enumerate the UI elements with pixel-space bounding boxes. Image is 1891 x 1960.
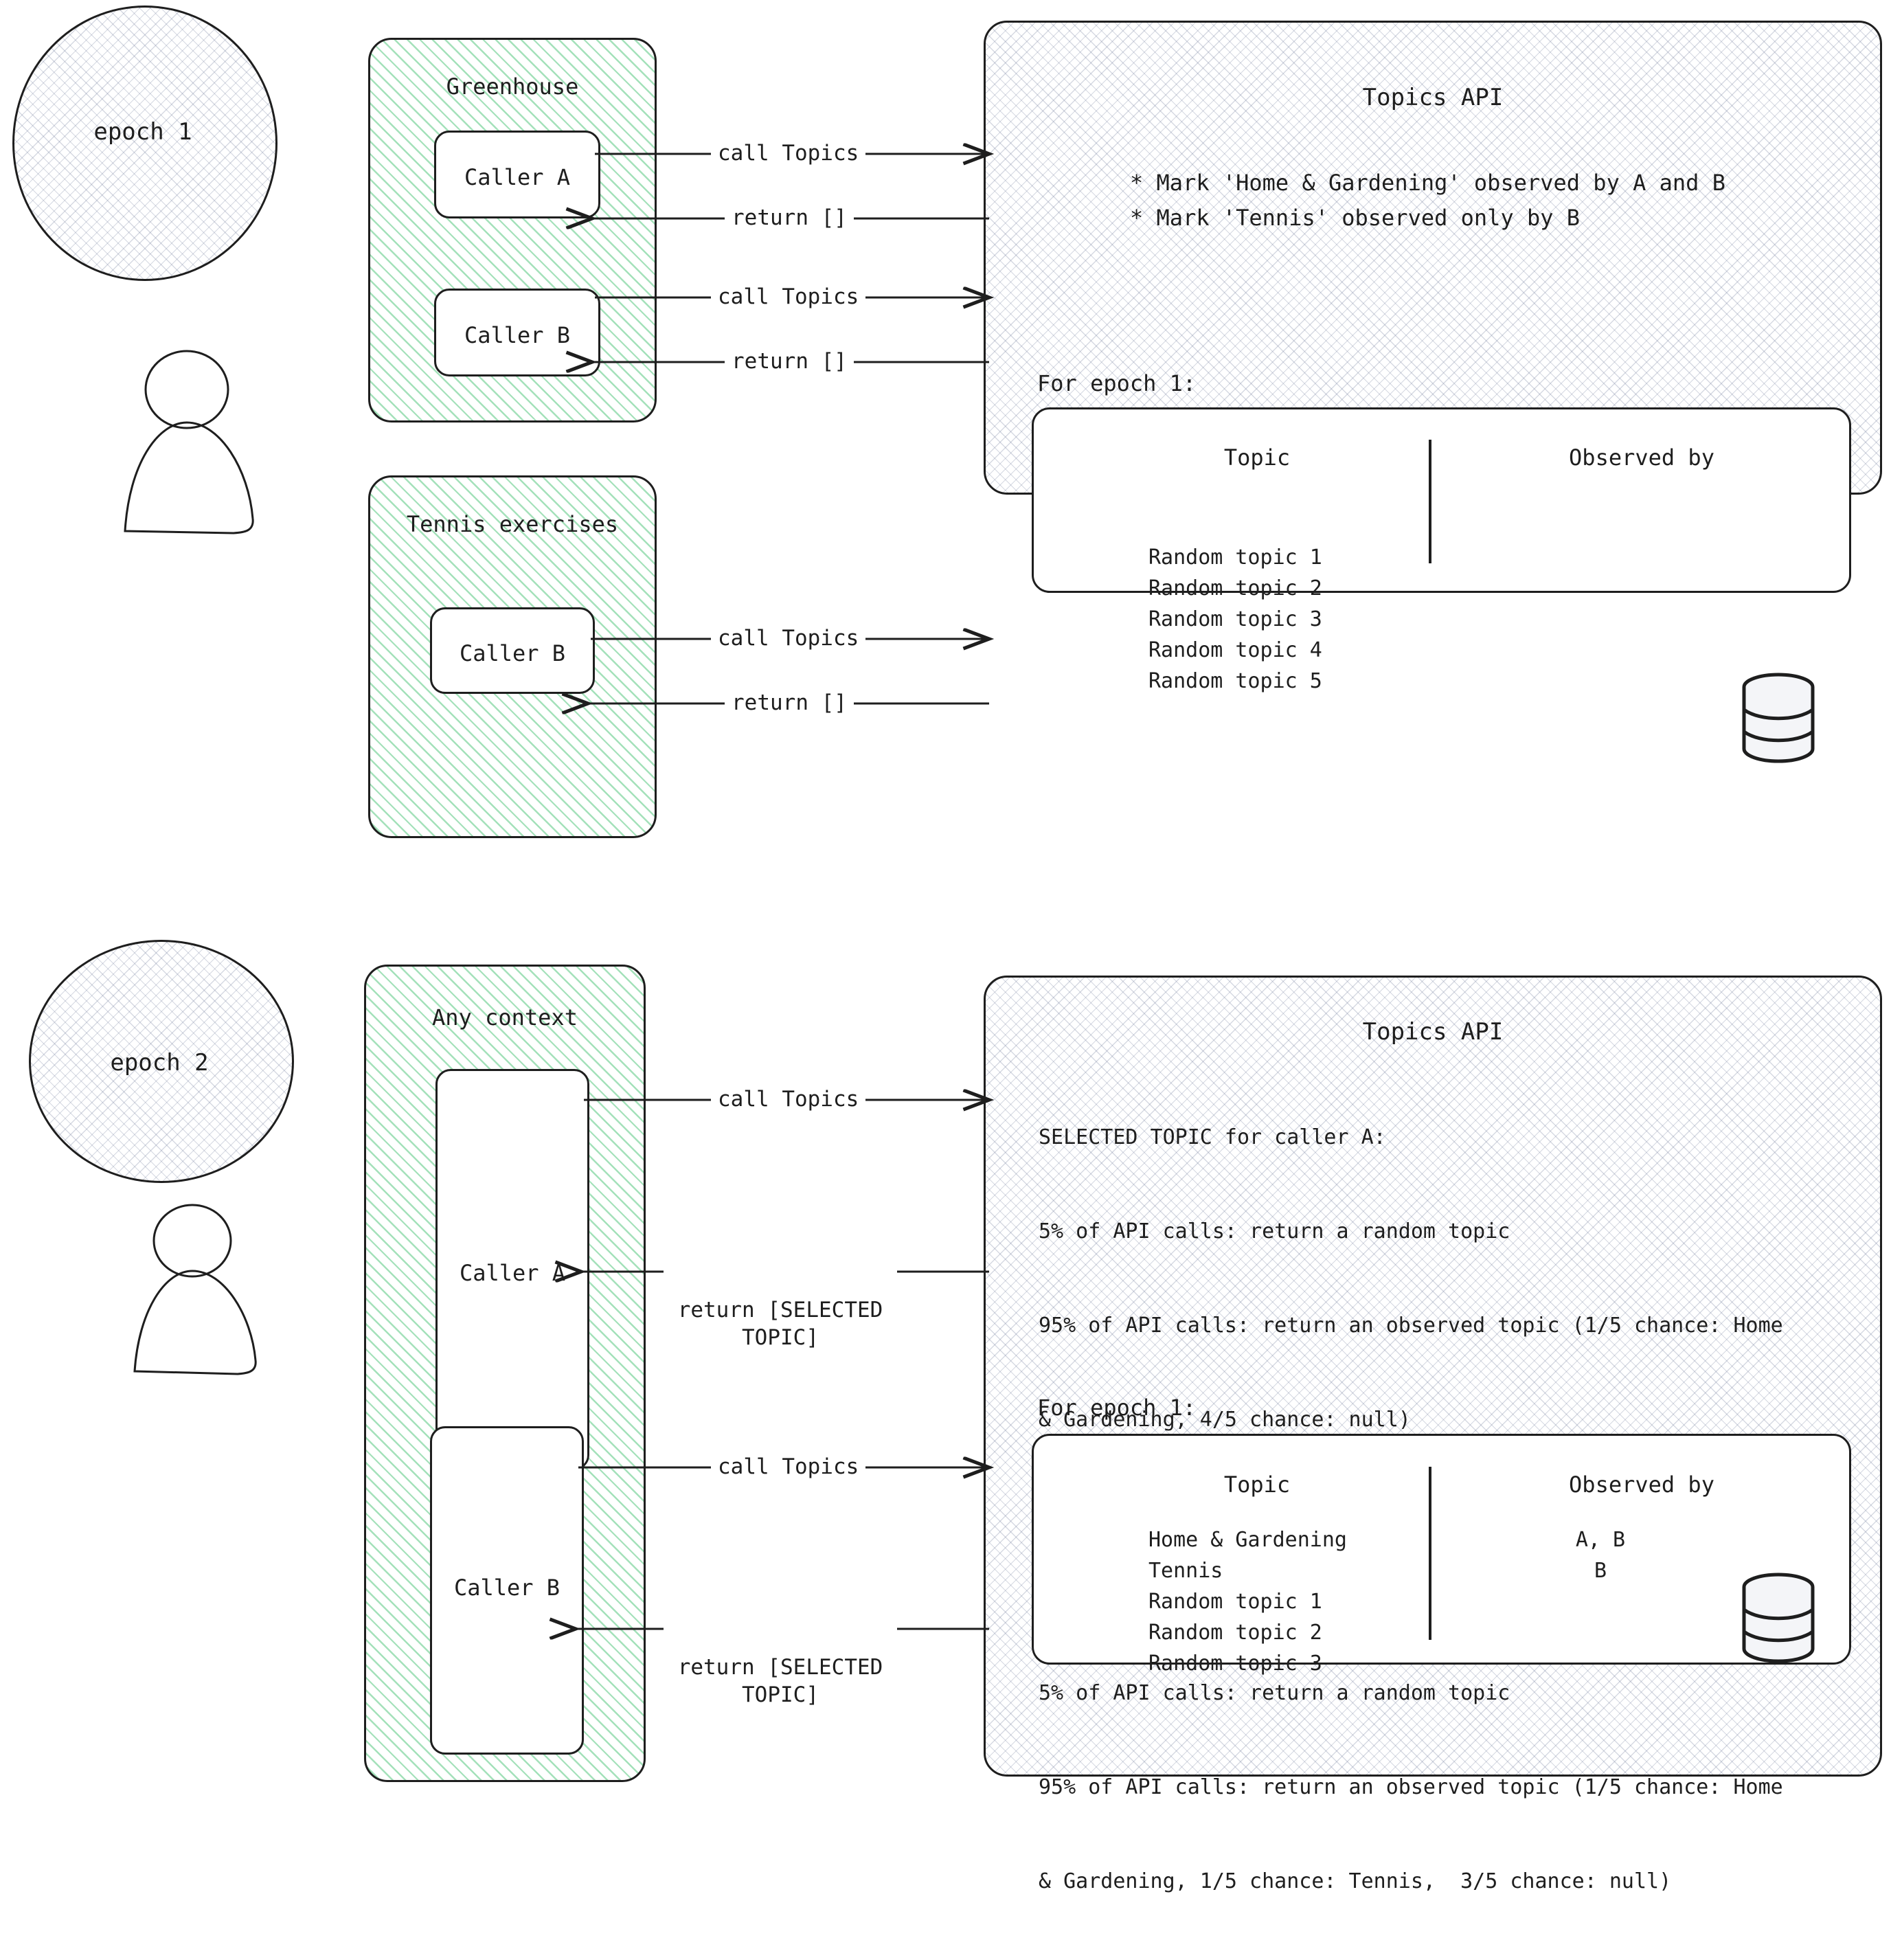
caller-box-a-any-context-label: Caller A (459, 1260, 566, 1286)
topics-table-col-observed-epoch-1: Observed by (1569, 444, 1714, 471)
arrow-label-return-1: return [] (725, 204, 854, 232)
diagram-canvas: epoch 1 Greenhouse Caller A Caller B Ten… (12, 5, 1882, 1893)
table-row: Tennis (1148, 1559, 1223, 1583)
caller-box-b-any-context[interactable] (430, 1426, 584, 1755)
arrow-label-call-topics-2: call Topics (711, 283, 866, 311)
caller-box-a-greenhouse-label: Caller A (464, 164, 571, 190)
arrow-label-line: return [SELECTED TOPIC] (664, 1296, 897, 1352)
person-icon-epoch-1 (124, 350, 254, 534)
topics-table-epoch-2 (1032, 1434, 1851, 1665)
topics-table-divider-epoch-1 (1429, 440, 1431, 563)
arrow-label-return-selected-2: return [SELECTED TOPIC] (664, 1598, 897, 1764)
context-greenhouse (368, 38, 657, 423)
rule-line: 95% of API calls: return an observed top… (1039, 1775, 1783, 1800)
table-caption-epoch-1: For epoch 1: (1037, 370, 1197, 396)
arrow-label-call-topics-4: call Topics (711, 1085, 866, 1114)
arrow-label-line: return [SELECTED TOPIC] (664, 1653, 897, 1709)
arrow-label-return-selected-1: return [SELECTED TOPIC] (664, 1241, 897, 1407)
table-row-observed: B (1594, 1559, 1607, 1583)
topics-api-title-epoch-1: Topics API (1362, 84, 1504, 111)
topics-api-title-epoch-2: Topics API (1362, 1018, 1504, 1046)
context-any-context-label: Any context (432, 1004, 578, 1030)
table-row: Random topic 4 (1148, 638, 1322, 662)
topics-table-col-observed-epoch-2: Observed by (1569, 1472, 1714, 1498)
topics-table-col-topic-epoch-1: Topic (1223, 444, 1291, 471)
epoch-1-badge (12, 5, 278, 281)
rule-line: & Gardening, 4/5 chance: null) (1039, 1407, 1411, 1432)
topics-table-col-topic-epoch-2: Topic (1223, 1472, 1291, 1498)
caller-box-b-tennis-label: Caller B (459, 640, 566, 666)
topics-table-epoch-1 (1032, 407, 1851, 593)
context-tennis-exercises-label: Tennis exercises (406, 511, 619, 537)
epoch-1-badge-label: epoch 1 (93, 118, 192, 146)
arrow-label-return-3: return [] (725, 689, 854, 717)
topics-api-bullet-1-epoch-1: * Mark 'Home & Gardening' observed by A … (1130, 170, 1725, 196)
table-row: Random topic 5 (1148, 669, 1322, 693)
database-cylinder-icon-epoch-1 (1742, 673, 1815, 763)
rule-line: 95% of API calls: return an observed top… (1039, 1313, 1783, 1338)
table-row: Random topic 2 (1148, 1621, 1322, 1645)
table-row: Random topic 1 (1148, 1590, 1322, 1614)
topics-table-divider-epoch-2 (1429, 1467, 1431, 1640)
rule-line: SELECTED TOPIC for caller A: (1039, 1125, 1386, 1150)
arrow-label-call-topics-5: call Topics (711, 1453, 866, 1481)
caller-box-b-any-context-label: Caller B (453, 1575, 560, 1601)
epoch-2-badge-label: epoch 2 (110, 1049, 209, 1077)
epoch-2-badge (29, 940, 294, 1183)
table-row-observed: A, B (1575, 1528, 1626, 1552)
person-icon-epoch-2 (133, 1204, 257, 1375)
table-row: Home & Gardening (1148, 1528, 1347, 1552)
arrow-label-call-topics-1: call Topics (711, 139, 866, 168)
caller-box-b-greenhouse-label: Caller B (464, 322, 571, 348)
rule-line: 5% of API calls: return a random topic (1039, 1219, 1510, 1243)
arrow-label-call-topics-3: call Topics (711, 624, 866, 653)
rule-line: 5% of API calls: return a random topic (1039, 1681, 1510, 1706)
table-caption-epoch-2: For epoch 1: (1037, 1395, 1197, 1421)
table-row: Random topic 3 (1148, 607, 1322, 631)
rule-line: & Gardening, 1/5 chance: Tennis, 3/5 cha… (1039, 1869, 1672, 1893)
table-row: Random topic 1 (1148, 545, 1322, 570)
caller-box-a-greenhouse[interactable] (434, 131, 600, 218)
caller-box-b-tennis[interactable] (430, 607, 595, 694)
table-row: Random topic 2 (1148, 576, 1322, 600)
context-greenhouse-label: Greenhouse (446, 74, 579, 100)
table-row: Random topic 3 (1148, 1652, 1322, 1676)
database-cylinder-icon-epoch-2 (1742, 1573, 1815, 1663)
arrow-label-return-2: return [] (725, 348, 854, 376)
topics-api-bullet-2-epoch-1: * Mark 'Tennis' observed only by B (1130, 205, 1581, 231)
